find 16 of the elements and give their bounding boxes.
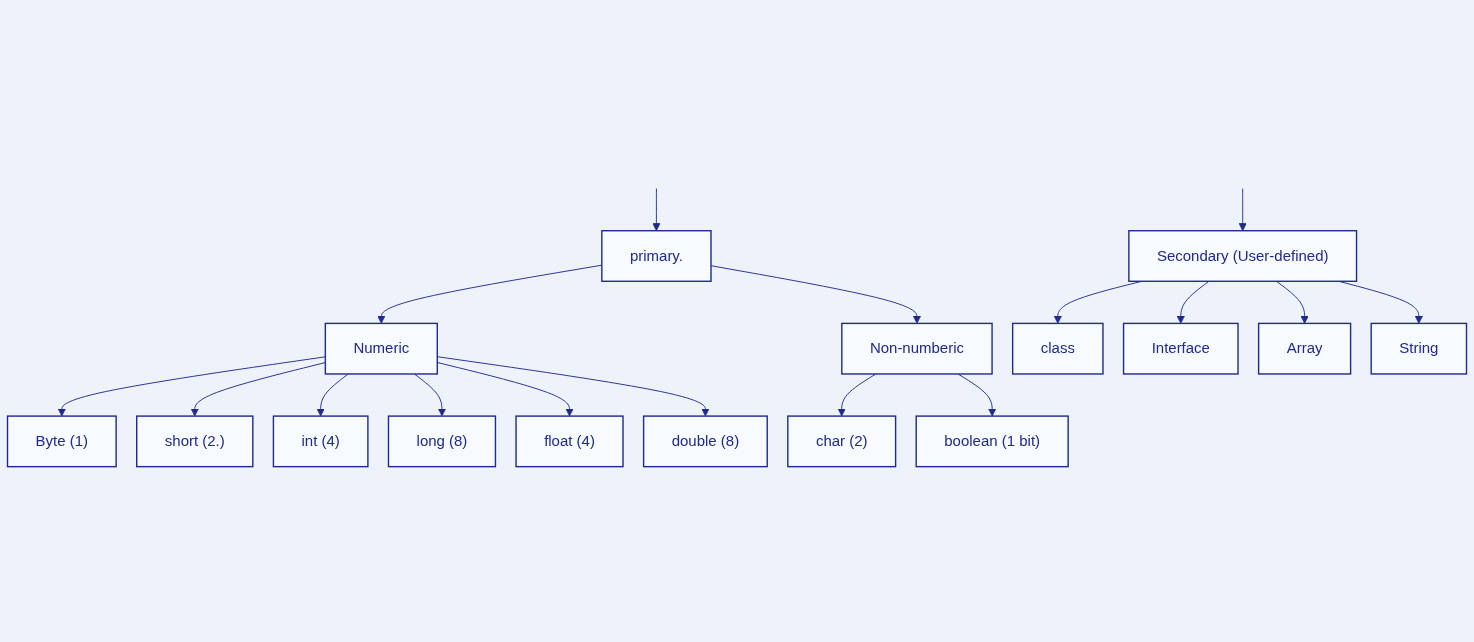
node-box: Numeric xyxy=(324,322,438,375)
node-box: char (2) xyxy=(787,415,897,468)
node-box: boolean (1 bit) xyxy=(915,415,1069,468)
node-box: int (4) xyxy=(272,415,369,468)
node-box: class xyxy=(1011,322,1104,375)
node-box: Byte (1) xyxy=(6,415,117,468)
node-box: float (4) xyxy=(515,415,624,468)
node-box: Array xyxy=(1257,322,1352,375)
node-box: Non-numberic xyxy=(841,322,993,375)
node-box: short (2.) xyxy=(136,415,254,468)
node-box: long (8) xyxy=(387,415,497,468)
node-box: primary. xyxy=(601,229,712,282)
node-box: String xyxy=(1370,322,1468,375)
node-box: double (8) xyxy=(642,415,768,468)
node-box: Secondary (User-defined) xyxy=(1128,229,1358,282)
node-box: Interface xyxy=(1122,322,1239,375)
